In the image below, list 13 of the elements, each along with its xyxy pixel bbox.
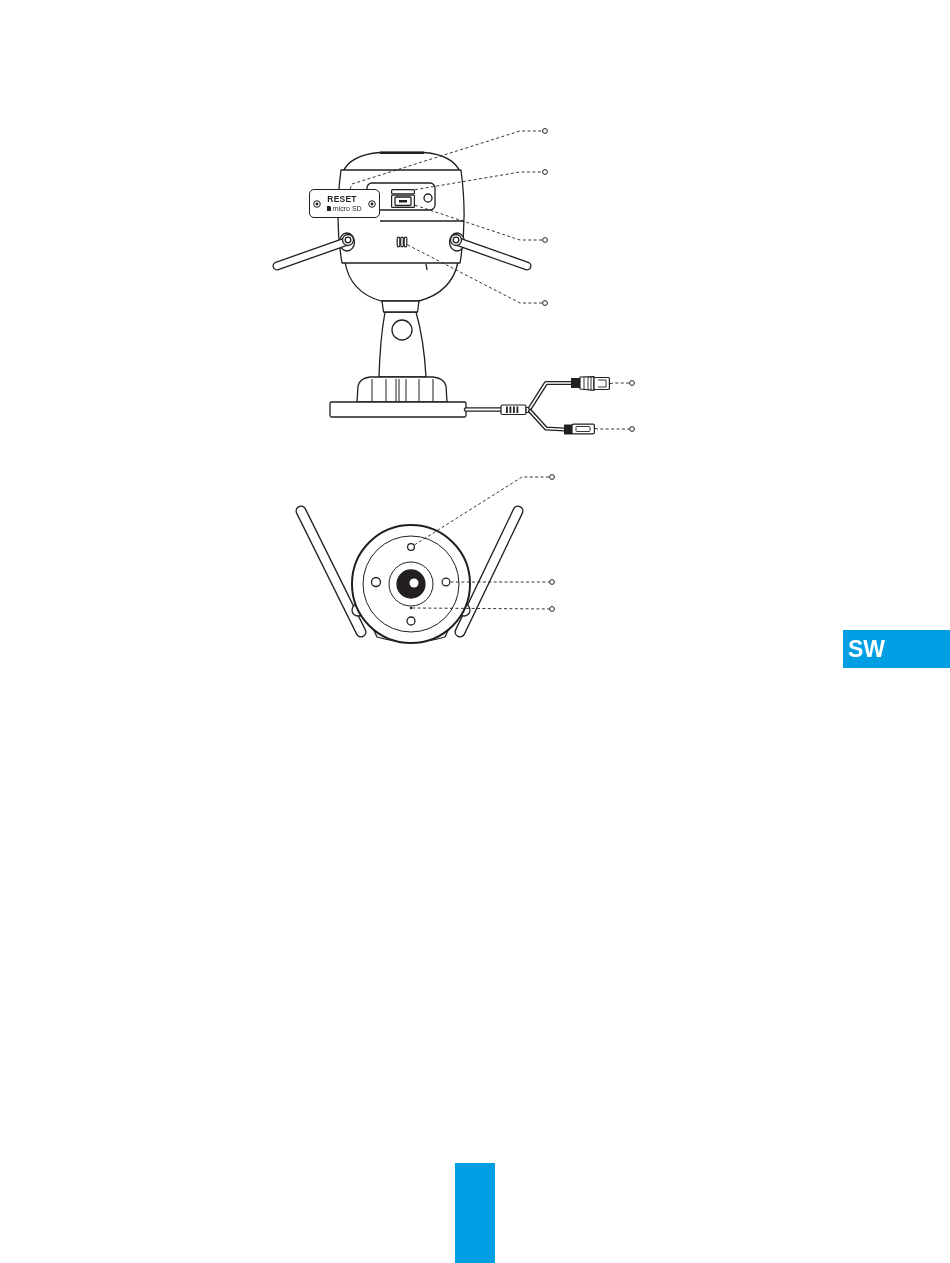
lower-slot [391,194,415,208]
network-connector [528,376,610,411]
ir-led-hole [441,577,451,587]
tab-label: SW [848,636,886,662]
upper-slot [391,189,415,195]
power-connector [528,408,595,435]
page-tab [455,1163,495,1263]
cover-plate [309,189,380,218]
sensor-hole [407,543,415,551]
speaker-grille [396,236,408,248]
microphone-hole [409,606,413,610]
language-tab [843,630,950,668]
plate-title: RESET [327,194,357,204]
